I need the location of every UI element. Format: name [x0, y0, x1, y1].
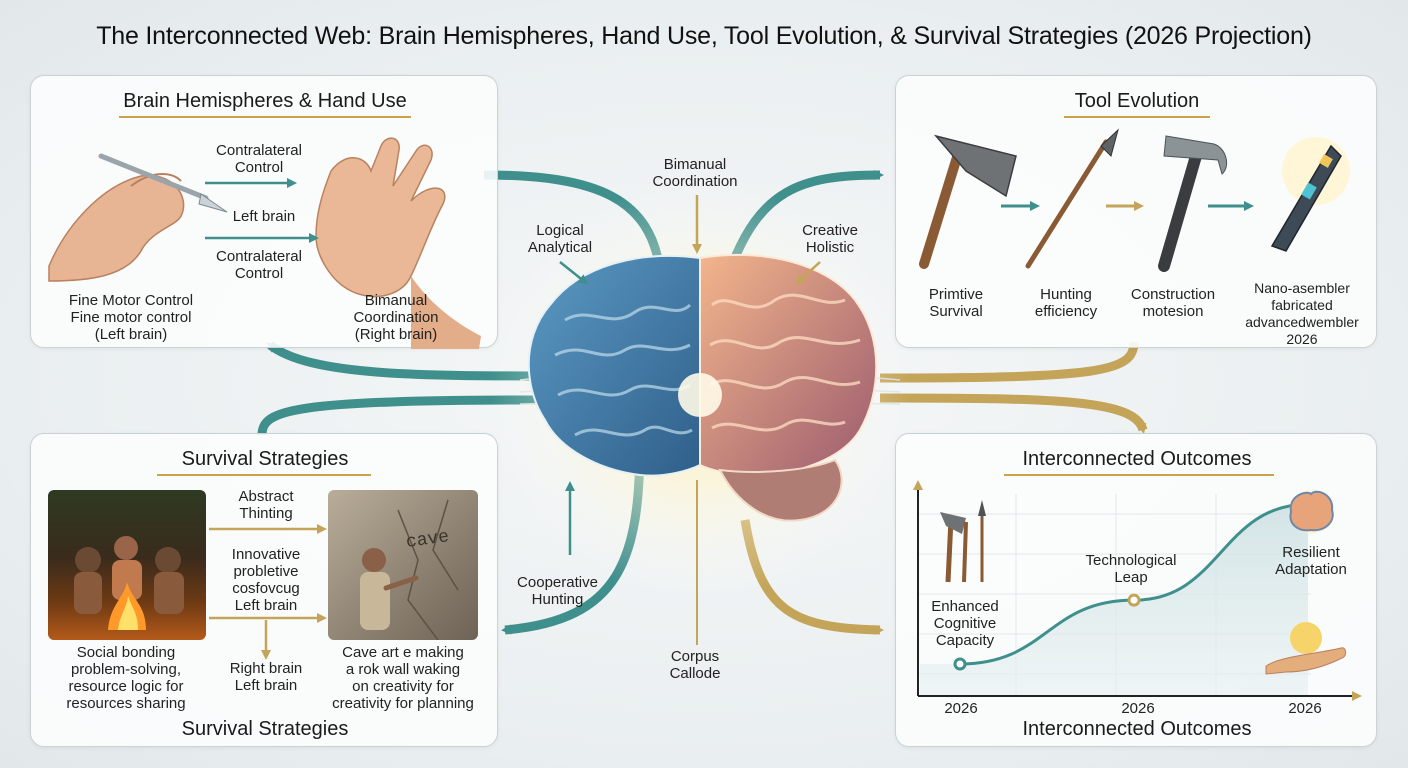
panel-interconnected-outcomes: Interconnected Outcomes	[895, 433, 1377, 747]
cave-painter-icon	[360, 499, 459, 640]
axis-year-3: 2026	[1288, 700, 1322, 717]
arrow-brain-to-outcomes	[879, 393, 1148, 434]
panel-survival-footer: Survival Strategies	[181, 718, 349, 740]
title-underline	[119, 116, 411, 118]
arrow-tools-to-brain	[879, 341, 1139, 383]
cave-art-image: cave	[328, 490, 478, 640]
tool-illustrations	[919, 128, 1350, 272]
hand-sun-icon	[1265, 622, 1347, 675]
stone-axe-icon	[919, 134, 1017, 269]
brain-illustration	[527, 253, 878, 522]
spear-icon	[1025, 128, 1119, 269]
campfire-icon	[74, 536, 184, 630]
panel-brain-hand: Brain Hemispheres & Hand Use Contralater…	[30, 75, 498, 349]
title-underline	[1004, 474, 1274, 476]
brain-mini-icon	[1289, 490, 1334, 534]
title-underline	[1064, 116, 1210, 118]
panel-outcomes-footer: Interconnected Outcomes	[1022, 718, 1252, 740]
outcome-growth-chart	[913, 480, 1362, 701]
title-underline	[157, 474, 371, 476]
page-title: The Interconnected Web: Brain Hemisphere…	[96, 22, 1312, 50]
left-hand-scalpel-icon	[48, 153, 228, 282]
axis-year-2: 2026	[1121, 700, 1155, 717]
nano-assembler-icon	[1270, 137, 1350, 252]
arrow-survival-to-brain	[257, 395, 541, 436]
hand-illustrations	[48, 137, 481, 349]
axis-year-1: 2026	[944, 700, 978, 717]
survival-arrows	[209, 524, 327, 660]
panel-survival-title: Survival Strategies	[181, 448, 349, 470]
chart-point	[953, 657, 967, 671]
hammer-icon	[1158, 135, 1228, 272]
open-hand-icon	[315, 137, 481, 349]
label-left-brain: Left brain	[232, 208, 296, 225]
chart-area	[920, 504, 1308, 696]
panel-survival-strategies: Survival Strategies cave Abstrac	[30, 433, 498, 747]
campfire-scene-image	[48, 490, 206, 640]
axe-spear-mini-icon	[940, 500, 986, 583]
panel-outcomes-title: Interconnected Outcomes	[1022, 448, 1252, 470]
panel-tools-title: Tool Evolution	[1074, 90, 1200, 112]
chart-point	[1127, 593, 1141, 607]
panel-brain-hand-title: Brain Hemispheres & Hand Use	[123, 90, 407, 112]
